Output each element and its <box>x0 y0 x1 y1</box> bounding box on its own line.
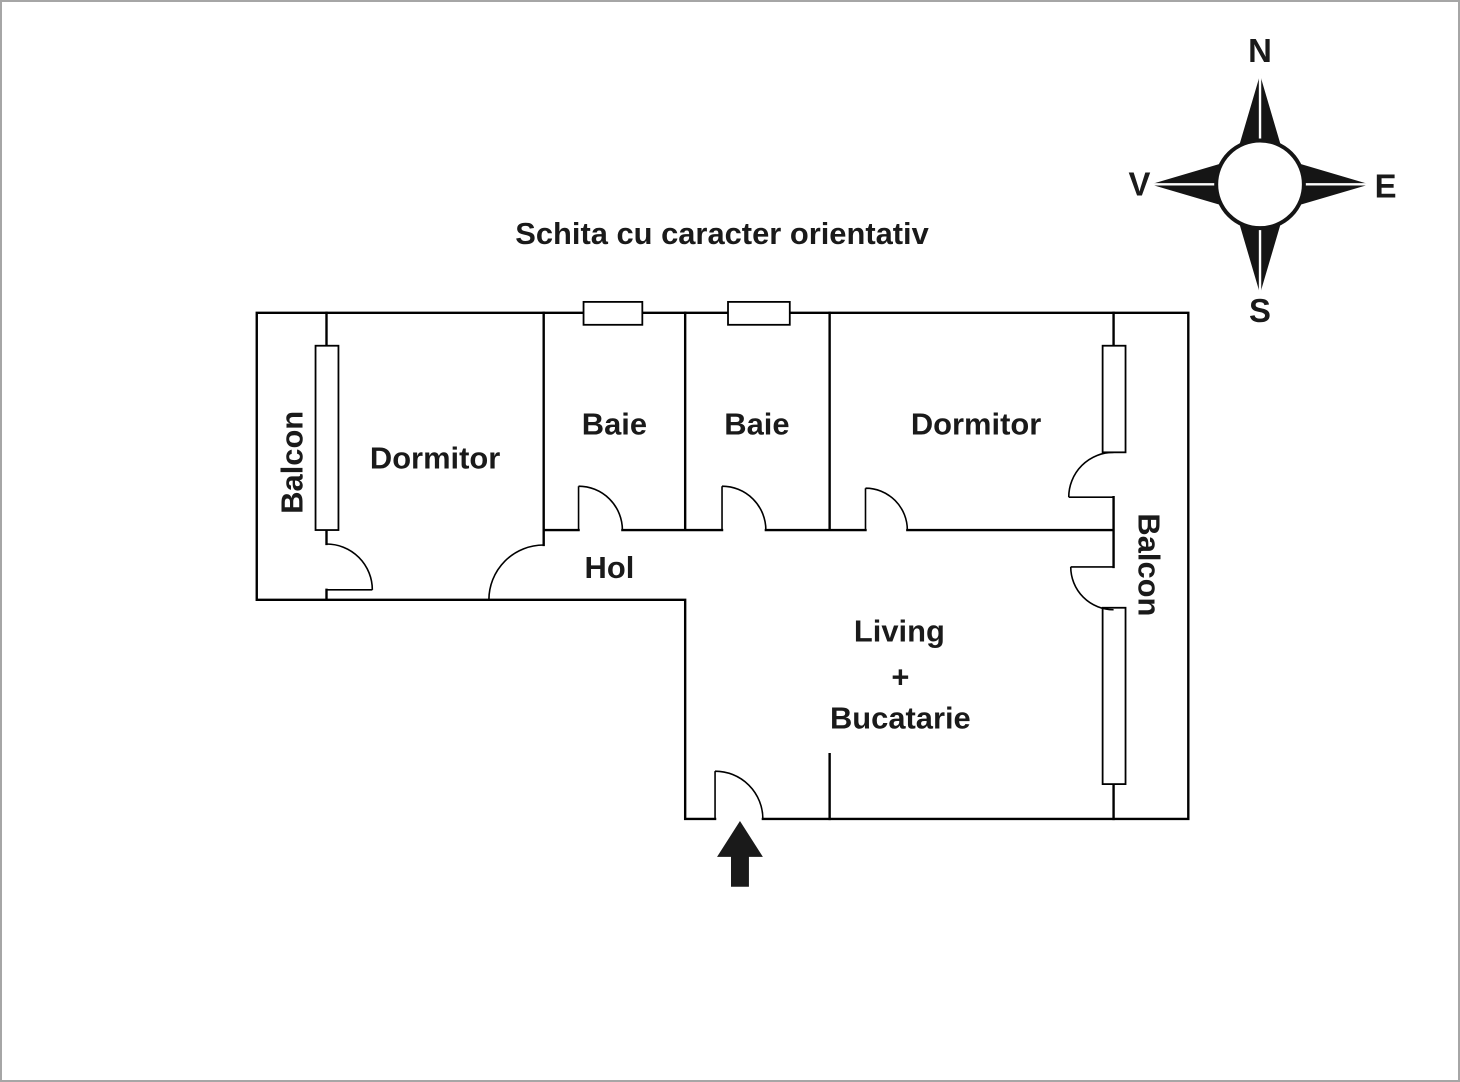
entrance-arrow-icon <box>717 820 763 887</box>
floor-plan: Balcon Dormitor Baie Baie Dormitor Hol L… <box>255 300 1190 887</box>
window-baie-right <box>727 300 791 326</box>
door-dormitor-right <box>864 487 909 531</box>
room-labels: Balcon Dormitor Baie Baie Dormitor Hol L… <box>275 406 1167 735</box>
door-baie-left <box>577 485 624 531</box>
room-label-balcon-left: Balcon <box>275 411 310 514</box>
room-label-living: Living <box>854 614 945 649</box>
door-entrance <box>714 770 764 819</box>
window-balcon-left <box>314 344 340 531</box>
compass-south-label: S <box>1249 292 1271 329</box>
window-balcon-right-lower <box>1101 606 1127 785</box>
window-balcon-right-upper <box>1101 344 1127 454</box>
door-baie-right <box>721 485 767 531</box>
room-label-dormitor-right: Dormitor <box>911 406 1041 441</box>
door-hol-dormitor <box>488 544 544 600</box>
compass-north-label: N <box>1248 32 1272 69</box>
door-balcon-left <box>326 543 374 591</box>
compass-east-label: E <box>1375 167 1397 204</box>
interior-walls <box>325 311 1115 821</box>
compass-rose-icon: N E S V <box>1129 32 1397 329</box>
room-label-hol: Hol <box>585 550 635 585</box>
room-label-baie-right: Baie <box>724 406 789 441</box>
door-balcon-right-upper <box>1067 451 1114 498</box>
window-baie-left <box>582 300 644 326</box>
outer-walls <box>255 311 1190 821</box>
page-title: Schita cu caracter orientativ <box>515 216 929 251</box>
compass-west-label: V <box>1129 165 1151 202</box>
room-label-dormitor-left: Dormitor <box>370 440 500 475</box>
room-label-baie-left: Baie <box>582 406 647 441</box>
room-label-bucatarie: Bucatarie <box>830 700 971 735</box>
room-label-living-plus: + <box>891 659 909 694</box>
room-label-balcon-right: Balcon <box>1131 513 1166 616</box>
door-balcon-right-lower <box>1069 566 1114 611</box>
compass-hub <box>1214 138 1306 231</box>
windows <box>314 300 1127 785</box>
doors <box>326 451 1114 819</box>
